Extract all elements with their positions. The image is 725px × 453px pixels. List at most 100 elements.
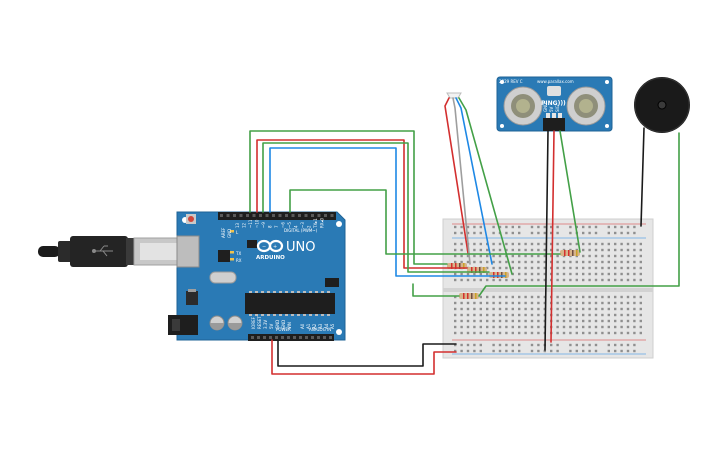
breadboard-hole[interactable] — [633, 248, 636, 252]
breadboard-hole[interactable] — [620, 343, 623, 347]
breadboard-hole[interactable] — [511, 313, 514, 317]
breadboard-hole[interactable] — [492, 242, 495, 246]
breadboard-hole[interactable] — [460, 254, 463, 258]
breadboard-hole[interactable] — [607, 343, 610, 347]
breadboard-hole[interactable] — [575, 313, 578, 317]
breadboard-hole[interactable] — [582, 272, 585, 276]
breadboard-hole[interactable] — [518, 254, 521, 258]
breadboard[interactable] — [442, 218, 654, 359]
breadboard-hole[interactable] — [454, 260, 457, 264]
breadboard-hole[interactable] — [620, 266, 623, 270]
breadboard-hole[interactable] — [498, 343, 502, 347]
breadboard-hole[interactable] — [633, 278, 636, 282]
breadboard-hole[interactable] — [594, 307, 598, 311]
breadboard-hole[interactable] — [492, 313, 495, 317]
breadboard-hole[interactable] — [594, 313, 598, 317]
breadboard-hole[interactable] — [454, 225, 457, 229]
breadboard-hole[interactable] — [498, 225, 502, 229]
breadboard-hole[interactable] — [460, 301, 463, 305]
breadboard-hole[interactable] — [569, 349, 572, 353]
header-hole[interactable] — [251, 336, 254, 339]
breadboard-hole[interactable] — [466, 301, 470, 305]
breadboard-hole[interactable] — [486, 254, 489, 258]
breadboard-hole[interactable] — [614, 331, 617, 335]
breadboard-hole[interactable] — [588, 225, 591, 229]
breadboard-hole[interactable] — [582, 254, 585, 258]
breadboard-hole[interactable] — [620, 272, 623, 276]
breadboard-hole[interactable] — [511, 248, 514, 252]
breadboard-hole[interactable] — [460, 242, 463, 246]
breadboard-hole[interactable] — [543, 260, 546, 264]
breadboard-hole[interactable] — [537, 248, 540, 252]
breadboard-hole[interactable] — [562, 301, 566, 305]
breadboard-hole[interactable] — [530, 349, 534, 353]
header-hole[interactable] — [272, 214, 275, 217]
breadboard-hole[interactable] — [582, 301, 585, 305]
wire-green-buzzer[interactable] — [412, 283, 460, 297]
wire-green-outer[interactable] — [249, 130, 448, 265]
breadboard-hole[interactable] — [518, 278, 521, 282]
breadboard-hole[interactable] — [473, 349, 476, 353]
breadboard-hole[interactable] — [607, 260, 610, 264]
breadboard-hole[interactable] — [601, 301, 604, 305]
breadboard-hole[interactable] — [479, 295, 482, 299]
breadboard-hole[interactable] — [530, 343, 534, 347]
breadboard-hole[interactable] — [537, 331, 540, 335]
breadboard-hole[interactable] — [633, 242, 636, 246]
breadboard-hole[interactable] — [582, 313, 585, 317]
breadboard-hole[interactable] — [601, 319, 604, 323]
breadboard-hole[interactable] — [473, 313, 476, 317]
breadboard-hole[interactable] — [588, 343, 591, 347]
breadboard-hole[interactable] — [569, 266, 572, 270]
breadboard-hole[interactable] — [575, 319, 578, 323]
breadboard-hole[interactable] — [569, 319, 572, 323]
breadboard-hole[interactable] — [639, 266, 642, 270]
breadboard-hole[interactable] — [486, 242, 489, 246]
wire-led-gray-leg[interactable] — [452, 97, 471, 265]
breadboard-hole[interactable] — [524, 272, 527, 276]
breadboard-hole[interactable] — [524, 278, 527, 282]
breadboard-hole[interactable] — [626, 260, 630, 264]
breadboard-hole[interactable] — [511, 225, 514, 229]
breadboard-hole[interactable] — [556, 248, 559, 252]
breadboard-hole[interactable] — [633, 349, 636, 353]
breadboard-hole[interactable] — [550, 231, 553, 235]
breadboard-hole[interactable] — [575, 349, 578, 353]
breadboard-hole[interactable] — [588, 331, 591, 335]
breadboard-hole[interactable] — [626, 319, 630, 323]
breadboard-hole[interactable] — [556, 295, 559, 299]
breadboard-hole[interactable] — [639, 242, 642, 246]
breadboard-hole[interactable] — [556, 242, 559, 246]
breadboard-hole[interactable] — [492, 248, 495, 252]
breadboard-hole[interactable] — [575, 242, 578, 246]
piezo-buzzer[interactable] — [634, 77, 690, 133]
breadboard-hole[interactable] — [479, 231, 482, 235]
wire-sensor-gnd[interactable] — [544, 130, 549, 351]
breadboard-hole[interactable] — [550, 260, 553, 264]
breadboard-hole[interactable] — [537, 325, 540, 329]
breadboard-hole[interactable] — [498, 331, 502, 335]
breadboard-hole[interactable] — [460, 319, 463, 323]
breadboard-hole[interactable] — [505, 301, 508, 305]
breadboard-hole[interactable] — [518, 331, 521, 335]
breadboard-hole[interactable] — [492, 254, 495, 258]
breadboard-hole[interactable] — [620, 349, 623, 353]
breadboard-hole[interactable] — [607, 278, 610, 282]
breadboard-hole[interactable] — [569, 278, 572, 282]
breadboard-hole[interactable] — [582, 260, 585, 264]
breadboard-hole[interactable] — [473, 278, 476, 282]
breadboard-hole[interactable] — [454, 349, 457, 353]
breadboard-hole[interactable] — [607, 225, 610, 229]
wire-led-red-leg[interactable] — [444, 97, 469, 254]
breadboard-hole[interactable] — [454, 313, 457, 317]
breadboard-hole[interactable] — [607, 301, 610, 305]
breadboard-hole[interactable] — [473, 319, 476, 323]
breadboard-hole[interactable] — [460, 307, 463, 311]
breadboard-hole[interactable] — [601, 266, 604, 270]
reset-button-cap[interactable] — [188, 216, 194, 222]
breadboard-hole[interactable] — [562, 313, 566, 317]
breadboard-hole[interactable] — [543, 278, 546, 282]
breadboard-hole[interactable] — [537, 295, 540, 299]
wire-5v-power[interactable] — [271, 339, 457, 375]
breadboard-hole[interactable] — [588, 254, 591, 258]
